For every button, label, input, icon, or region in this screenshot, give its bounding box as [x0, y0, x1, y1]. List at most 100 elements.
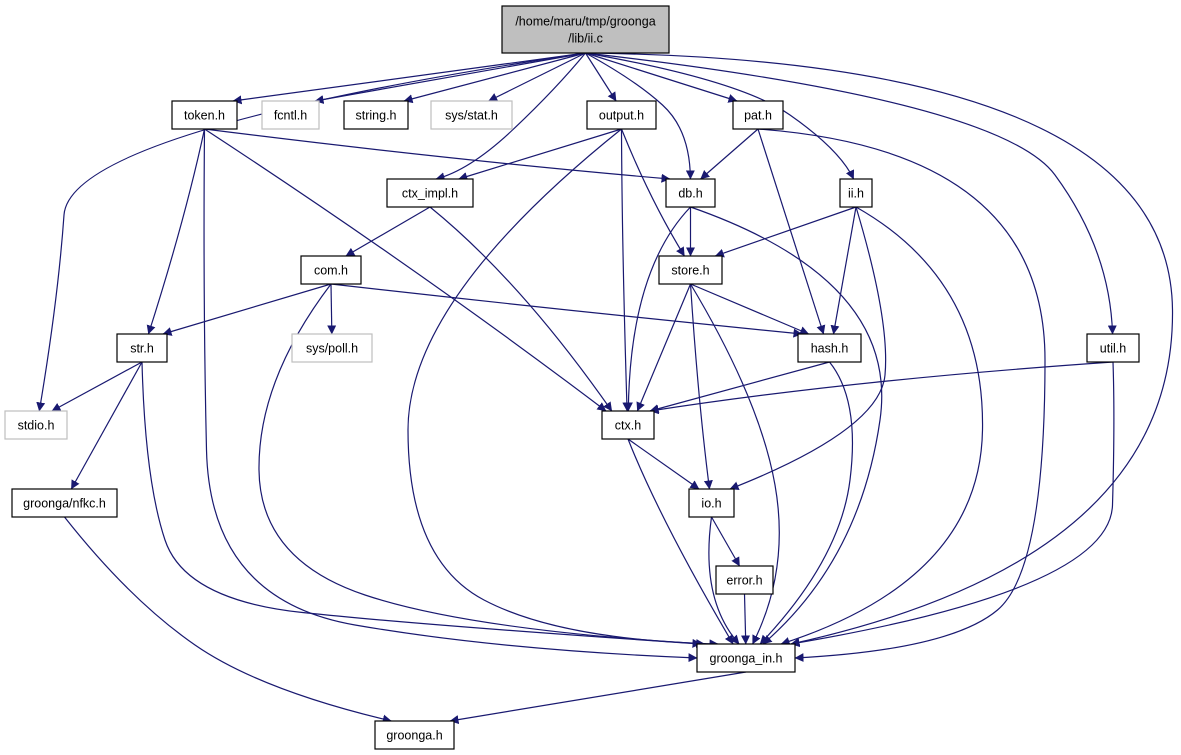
- node-box-hash: [797, 333, 862, 363]
- edge-str-to-stdio: [51, 361, 143, 412]
- node-label-stdio: stdio.h: [18, 419, 55, 433]
- node-label-ctximpl: ctx_impl.h: [402, 187, 458, 201]
- node-box-token: [171, 100, 238, 130]
- node-output[interactable]: output.h: [586, 100, 657, 130]
- edge-db-to-ctx: [623, 206, 691, 412]
- node-box-ctximpl: [386, 178, 474, 208]
- edge-root-to-string: [403, 52, 586, 104]
- node-box-util: [1086, 333, 1140, 363]
- node-label-token: token.h: [184, 109, 225, 123]
- node-label-sysstat: sys/stat.h: [445, 109, 498, 123]
- node-box-groongain: [696, 643, 796, 673]
- node-box-string: [343, 100, 409, 130]
- node-error[interactable]: error.h: [715, 565, 774, 595]
- node-groongain[interactable]: groonga_in.h: [696, 643, 796, 673]
- node-token[interactable]: token.h: [171, 100, 238, 130]
- node-root[interactable]: /home/maru/tmp/groonga/lib/ii.c: [501, 5, 670, 54]
- edge-root-to-ctximpl: [435, 52, 586, 182]
- node-label-syspoll: sys/poll.h: [306, 342, 358, 356]
- node-box-store: [658, 255, 723, 285]
- node-label-error: error.h: [726, 574, 762, 588]
- node-label-db: db.h: [678, 187, 702, 201]
- node-box-ctx: [601, 410, 655, 440]
- edge-str-to-groongain: [141, 361, 702, 648]
- node-fcntl[interactable]: fcntl.h: [261, 100, 320, 130]
- node-box-nfkc: [11, 488, 118, 518]
- edge-ii-to-io: [729, 206, 887, 491]
- node-nfkc[interactable]: groonga/nfkc.h: [11, 488, 118, 518]
- node-label-com: com.h: [314, 264, 348, 278]
- node-label-output: output.h: [599, 109, 644, 123]
- node-label-ii: ii.h: [848, 187, 864, 201]
- edge-root-to-output: [584, 52, 617, 102]
- node-pat[interactable]: pat.h: [732, 100, 784, 130]
- edge-ctx-to-io: [627, 438, 700, 490]
- edge-output-to-store: [620, 128, 685, 257]
- node-util[interactable]: util.h: [1086, 333, 1140, 363]
- node-label-ctx: ctx.h: [615, 419, 641, 433]
- edge-root-to-groongain: [585, 52, 1174, 647]
- node-syspoll[interactable]: sys/poll.h: [291, 333, 373, 363]
- node-box-com: [300, 255, 362, 285]
- edge-root-to-stdio: [36, 52, 586, 412]
- edge-output-to-groongain: [407, 128, 719, 649]
- node-label-util: util.h: [1100, 342, 1126, 356]
- edge-util-to-ctx: [649, 361, 1114, 415]
- edge-com-to-hash: [330, 283, 803, 338]
- node-stdio[interactable]: stdio.h: [4, 410, 68, 440]
- node-label-hash: hash.h: [811, 342, 849, 356]
- edge-output-to-ctx: [620, 128, 632, 412]
- node-label-io: io.h: [701, 497, 721, 511]
- edge-db-to-groongain: [690, 206, 883, 645]
- edge-pat-to-groongain: [757, 128, 1046, 663]
- node-string[interactable]: string.h: [343, 100, 409, 130]
- edge-store-to-hash: [690, 283, 810, 335]
- node-box-str: [116, 333, 168, 363]
- edge-str-to-nfkc: [70, 361, 143, 490]
- node-label-fcntl: fcntl.h: [274, 109, 307, 123]
- node-box-io: [688, 488, 735, 518]
- edge-ii-to-groongain: [780, 206, 984, 646]
- edge-util-to-groongain: [790, 361, 1115, 648]
- edge-root-to-util: [585, 52, 1117, 335]
- node-box-ii: [839, 178, 873, 208]
- edge-pat-to-db: [700, 128, 759, 180]
- edge-hash-to-groongain: [759, 361, 854, 645]
- node-box-pat: [732, 100, 784, 130]
- edge-ctx-to-groongain: [627, 438, 734, 645]
- node-sysstat[interactable]: sys/stat.h: [430, 100, 513, 130]
- node-label-nfkc: groonga/nfkc.h: [23, 497, 106, 511]
- node-label-root: /home/maru/tmp/groonga: [515, 15, 655, 29]
- node-str[interactable]: str.h: [116, 333, 168, 363]
- node-ctximpl[interactable]: ctx_impl.h: [386, 178, 474, 208]
- node-groonga[interactable]: groonga.h: [374, 720, 455, 750]
- node-com[interactable]: com.h: [300, 255, 362, 285]
- node-box-groonga: [374, 720, 455, 750]
- edge-root-to-db: [585, 52, 695, 180]
- node-label-store: store.h: [671, 264, 709, 278]
- edge-token-to-str: [146, 128, 206, 335]
- node-ctx[interactable]: ctx.h: [601, 410, 655, 440]
- node-store[interactable]: store.h: [658, 255, 723, 285]
- edge-token-to-ctx: [204, 128, 607, 412]
- node-ii[interactable]: ii.h: [839, 178, 873, 208]
- node-box-db: [665, 178, 716, 208]
- edge-com-to-syspoll: [327, 283, 337, 335]
- edge-io-to-error: [710, 516, 741, 567]
- node-hash[interactable]: hash.h: [797, 333, 862, 363]
- edge-ctximpl-to-ctx: [429, 206, 613, 412]
- edge-root-to-fcntl: [314, 52, 586, 104]
- node-label-groonga: groonga.h: [386, 729, 442, 743]
- node-io[interactable]: io.h: [688, 488, 735, 518]
- edge-ii-to-store: [714, 206, 857, 258]
- node-label-string: string.h: [356, 109, 397, 123]
- edge-root-to-sysstat: [488, 52, 586, 102]
- edge-hash-to-ctx: [649, 361, 830, 414]
- node-box-stdio: [4, 410, 68, 440]
- node-db[interactable]: db.h: [665, 178, 716, 208]
- node-box-fcntl: [261, 100, 320, 130]
- node-label-groongain: groonga_in.h: [710, 652, 783, 666]
- node-box-syspoll: [291, 333, 373, 363]
- edge-token-to-groongain: [203, 128, 698, 663]
